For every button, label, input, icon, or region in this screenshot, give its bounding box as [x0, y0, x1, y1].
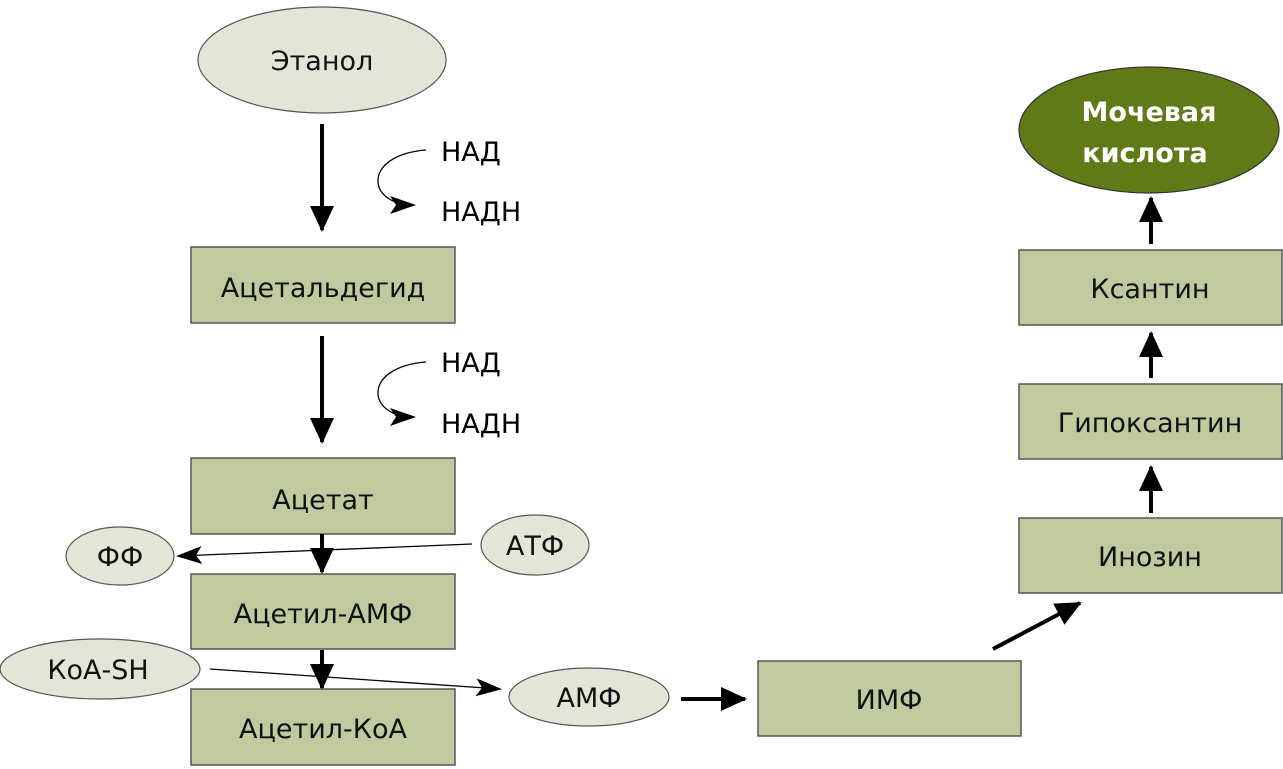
node-acetyl-coa: Ацетил-КоА — [190, 688, 456, 766]
node-uric-acid-label-line2: кислота — [1082, 138, 1207, 169]
node-hypoxanthine-label: Гипоксантин — [1058, 408, 1242, 439]
node-acetate-label: Ацетат — [272, 485, 373, 516]
arrow-atp-to-pp — [176, 543, 473, 565]
cofactor-atp: АТФ — [480, 514, 590, 576]
node-ethanol: Этанол — [197, 6, 447, 114]
cofactor-atp-label: АТФ — [506, 531, 564, 562]
node-acetate: Ацетат — [190, 457, 456, 535]
node-acetaldehyde: Ацетальдегид — [190, 246, 456, 324]
cofactor-pp: ФФ — [65, 526, 175, 586]
node-imp: ИМФ — [757, 660, 1022, 737]
node-acetyl-coa-label: Ацетил-КоА — [239, 714, 407, 745]
node-inosine-label: Инозин — [1098, 542, 1202, 573]
arrow-imp-to-inosine — [992, 601, 1082, 651]
node-acetaldehyde-label: Ацетальдегид — [221, 273, 426, 304]
cofactor-curve-arrow-1 — [377, 149, 427, 214]
cofactor-pp-label: ФФ — [97, 542, 144, 573]
cofactor-nad-1: НАД — [441, 137, 501, 168]
node-ethanol-label: Этанол — [271, 46, 374, 77]
node-inosine: Инозин — [1018, 517, 1283, 594]
arrow-coa-sh-to-amp — [209, 668, 502, 697]
node-acetyl-amp: Ацетил-АМФ — [190, 573, 456, 650]
cofactor-nadh-2: НАДН — [441, 409, 521, 440]
node-uric-acid-label-line1: Мочевая — [1082, 97, 1217, 128]
node-imp-label: ИМФ — [856, 685, 923, 716]
node-acetyl-amp-label: Ацетил-АМФ — [234, 599, 413, 630]
cofactor-curve-arrow-2 — [377, 361, 427, 426]
cofactor-nad-2: НАД — [441, 348, 501, 379]
node-xanthine: Ксантин — [1018, 249, 1283, 326]
node-amp: АМФ — [508, 667, 670, 727]
node-xanthine-label: Ксантин — [1090, 274, 1209, 305]
node-hypoxanthine: Гипоксантин — [1018, 383, 1283, 460]
cofactor-coa-sh: КоА-SH — [0, 638, 201, 700]
cofactor-nadh-1: НАДН — [441, 197, 521, 228]
node-amp-label: АМФ — [556, 683, 621, 714]
node-uric-acid: Мочевая кислота — [1018, 66, 1280, 194]
cofactor-coa-sh-label: КоА-SH — [47, 655, 148, 686]
